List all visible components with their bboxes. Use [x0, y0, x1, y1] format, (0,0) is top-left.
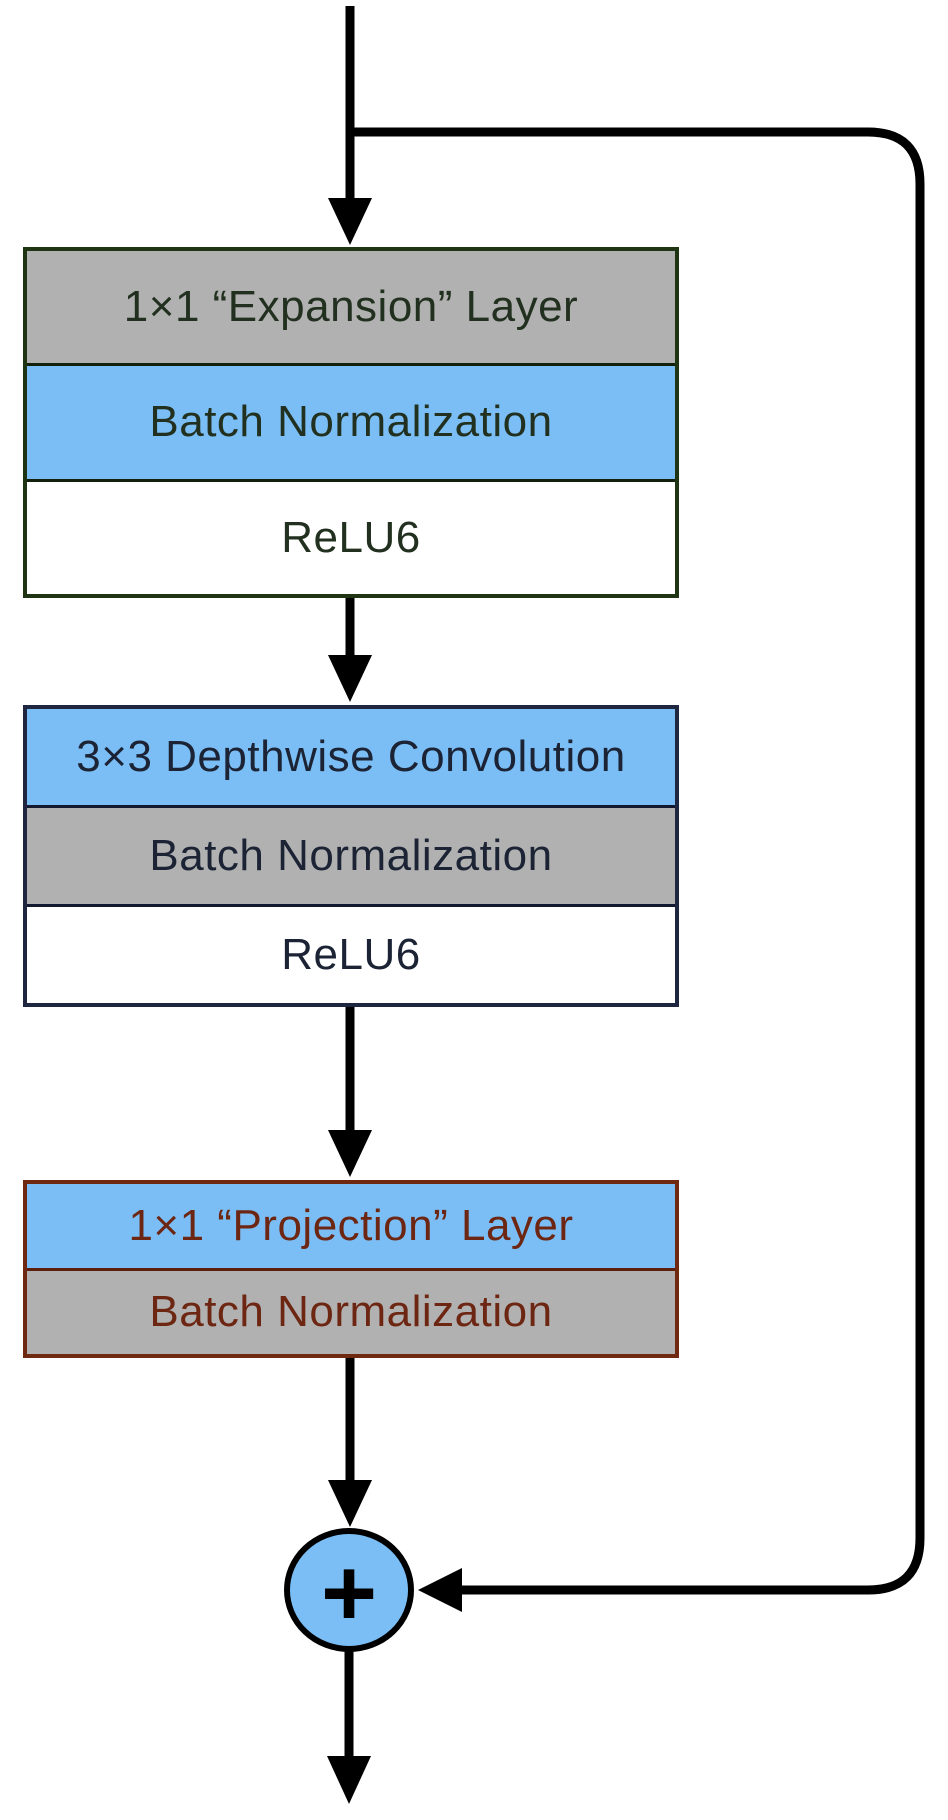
- expansion-relu6-label: ReLU6: [281, 512, 421, 562]
- expansion-block: 1×1 “Expansion” Layer Batch Normalizatio…: [23, 247, 679, 598]
- depthwise-conv-label: 3×3 Depthwise Convolution: [76, 732, 626, 781]
- projection-batchnorm-label: Batch Normalization: [149, 1287, 553, 1337]
- depthwise-relu6-row: ReLU6: [27, 904, 675, 1003]
- input-arrowhead-icon: [328, 198, 372, 245]
- expansion-batchnorm-label: Batch Normalization: [149, 397, 553, 447]
- projection-layer-label: 1×1 “Projection” Layer: [128, 1200, 574, 1250]
- expansion-batchnorm-row: Batch Normalization: [27, 363, 675, 479]
- skip-arrowhead-icon: [418, 1568, 462, 1612]
- projection-block: 1×1 “Projection” Layer Batch Normalizati…: [23, 1180, 679, 1358]
- plus-symbol: +: [321, 1540, 377, 1647]
- output-arrowhead-icon: [327, 1756, 371, 1804]
- expansion-relu6-row: ReLU6: [27, 478, 675, 594]
- expansion-layer-label: 1×1 “Expansion” Layer: [123, 282, 579, 332]
- depthwise-batchnorm-row: Batch Normalization: [27, 805, 675, 904]
- projection-layer-row: 1×1 “Projection” Layer: [27, 1184, 675, 1268]
- skip-connection-line: [350, 127, 925, 1595]
- expansion-to-depthwise-arrowhead-icon: [328, 655, 372, 702]
- projection-to-adder-arrowhead-icon: [328, 1480, 372, 1527]
- depthwise-conv-row: 3×3 Depthwise Convolution: [27, 709, 675, 805]
- depthwise-relu6-label: ReLU6: [281, 930, 421, 979]
- expansion-layer-row: 1×1 “Expansion” Layer: [27, 251, 675, 364]
- depthwise-block: 3×3 Depthwise Convolution Batch Normaliz…: [23, 705, 679, 1007]
- depthwise-to-projection-arrowhead-icon: [328, 1130, 372, 1177]
- projection-batchnorm-row: Batch Normalization: [27, 1267, 675, 1354]
- add-circle: [284, 1528, 414, 1652]
- depthwise-batchnorm-label: Batch Normalization: [149, 831, 553, 880]
